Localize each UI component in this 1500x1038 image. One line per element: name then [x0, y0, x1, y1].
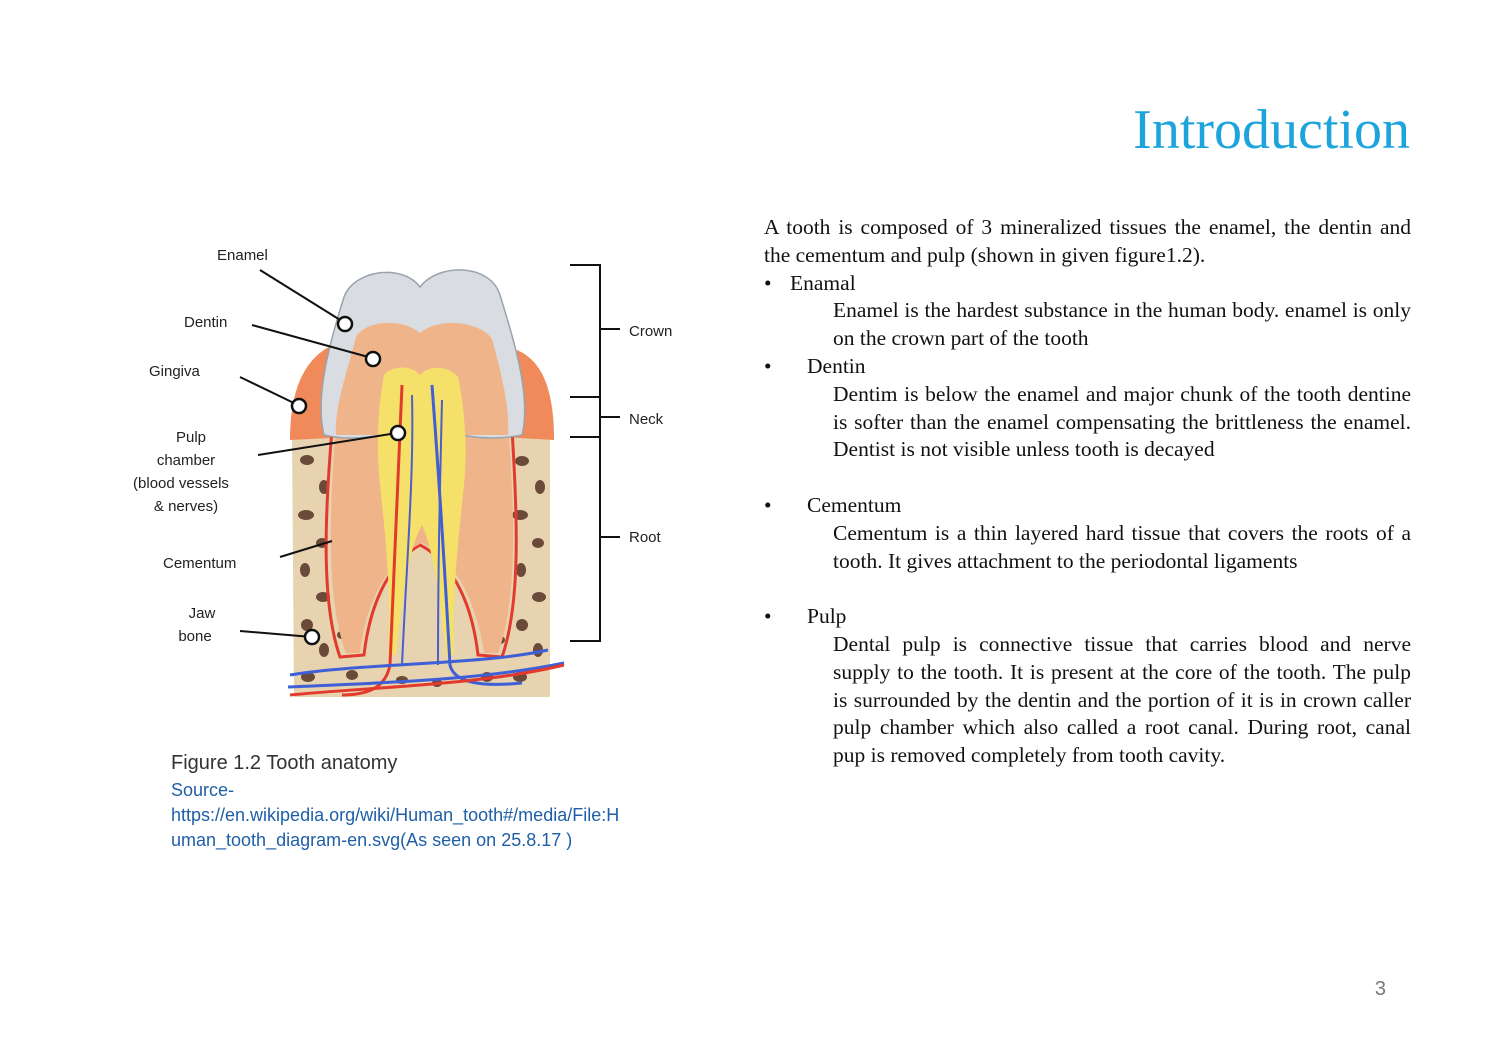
label-pulp-line2: chamber	[157, 452, 215, 469]
source-line-2: https://en.wikipedia.org/wiki/Human_toot…	[171, 805, 620, 825]
bullet-enamal: Enamal	[764, 270, 1411, 298]
region-brackets	[570, 264, 620, 642]
label-markers	[290, 315, 407, 646]
desc-pulp: Dental pulp is connective tissue that ca…	[833, 631, 1411, 768]
label-cementum: Cementum	[163, 555, 236, 572]
label-gingiva: Gingiva	[149, 363, 201, 380]
root-dentin	[330, 425, 514, 653]
label-neck: Neck	[629, 411, 664, 428]
intro-paragraph: A tooth is composed of 3 mineralized tis…	[764, 215, 1411, 267]
label-root: Root	[629, 529, 662, 546]
leader-lines	[239, 269, 398, 638]
page-number: 3	[1374, 978, 1386, 1000]
label-jaw-line1: Jaw	[189, 605, 216, 622]
bullet-pulp: Pulp	[764, 603, 1411, 631]
label-pulp-line3: (blood vessels	[133, 475, 229, 492]
caption-source: Source- https://en.wikipedia.org/wiki/Hu…	[171, 778, 701, 853]
label-enamel: Enamel	[217, 247, 268, 264]
source-line-1: Source-	[171, 780, 235, 800]
caption-title: Figure 1.2 Tooth anatomy	[171, 752, 398, 774]
tooth-anatomy-figure: Enamel Dentin Gingiva Pulp chamber (bloo…	[102, 225, 722, 720]
desc-cementum: Cementum is a thin layered hard tissue t…	[833, 520, 1411, 573]
content-text: A tooth is composed of 3 mineralized tis…	[764, 214, 1411, 770]
label-pulp-line1: Pulp	[176, 429, 206, 446]
bullet-dentin: Dentin	[764, 353, 1411, 381]
bottom-vessels	[287, 648, 565, 689]
figure-caption: Figure 1.2 Tooth anatomy Source- https:/…	[171, 750, 701, 853]
desc-dentin: Dentim is below the enamel and major chu…	[833, 381, 1411, 462]
bottom-artery	[289, 663, 565, 697]
label-dentin: Dentin	[184, 314, 227, 331]
cementum-layer	[324, 428, 518, 659]
spacer	[764, 464, 1411, 492]
nerve-vessel	[401, 394, 443, 666]
bullet-cementum: Cementum	[764, 492, 1411, 520]
label-crown: Crown	[629, 323, 672, 340]
desc-enamal: Enamel is the hardest substance in the h…	[833, 298, 1411, 351]
label-jaw-line2: bone	[178, 628, 211, 645]
slide-title: Introduction	[1133, 99, 1410, 161]
source-line-3: uman_tooth_diagram-en.svg(As seen on 25.…	[171, 830, 573, 850]
spacer	[764, 575, 1411, 603]
blood-vessel-vein	[430, 384, 523, 686]
label-pulp-line4: & nerves)	[154, 498, 218, 515]
tooth-diagram: Enamel Dentin Gingiva Pulp chamber (bloo…	[133, 247, 672, 697]
